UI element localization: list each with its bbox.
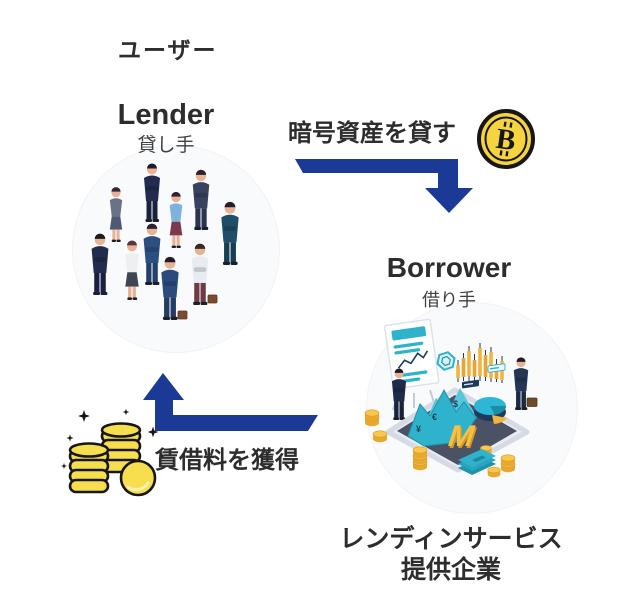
borrower-subtitle: 借り手 <box>422 290 476 310</box>
lend-flow-label: 暗号資産を貸す <box>288 120 456 147</box>
user-group-heading: ユーザー <box>118 37 218 63</box>
svg-text:$: $ <box>453 399 458 409</box>
earn-flow-label: 賃借料を獲得 <box>155 447 299 474</box>
flipchart-board <box>384 318 440 390</box>
svg-text:€: € <box>432 412 437 422</box>
lender-subtitle: 貸し手 <box>137 135 195 156</box>
briefcase <box>207 294 218 304</box>
provider-label: レンディンサービス 提供企業 <box>330 524 572 586</box>
briefcase <box>526 397 538 407</box>
mountain-area-chart: ¥ € $ <box>407 388 478 447</box>
price-tag <box>462 379 479 389</box>
provider-label-line2: 提供企業 <box>400 556 501 584</box>
hexagon-token-icon <box>436 351 456 371</box>
lender-title: Lender <box>117 99 215 131</box>
bitcoin-coin-icon: B <box>477 109 535 169</box>
borrower-title: Borrower <box>386 252 512 283</box>
money-bills <box>458 449 496 475</box>
briefcase <box>177 310 188 320</box>
svg-text:B: B <box>494 123 518 157</box>
pie-chart <box>474 397 507 424</box>
coin-stack-icon <box>61 408 166 497</box>
sparkles <box>61 408 166 469</box>
provider-label-line1: レンディンサービス <box>339 525 563 553</box>
lender-people-illustration <box>91 163 239 320</box>
svg-text:¥: ¥ <box>416 424 421 434</box>
candlestick-chart <box>456 343 504 383</box>
borrower-business-scene-illustration: ¥ € $ M M <box>364 318 538 478</box>
lend-arrow <box>295 159 473 213</box>
price-tag <box>487 363 506 373</box>
